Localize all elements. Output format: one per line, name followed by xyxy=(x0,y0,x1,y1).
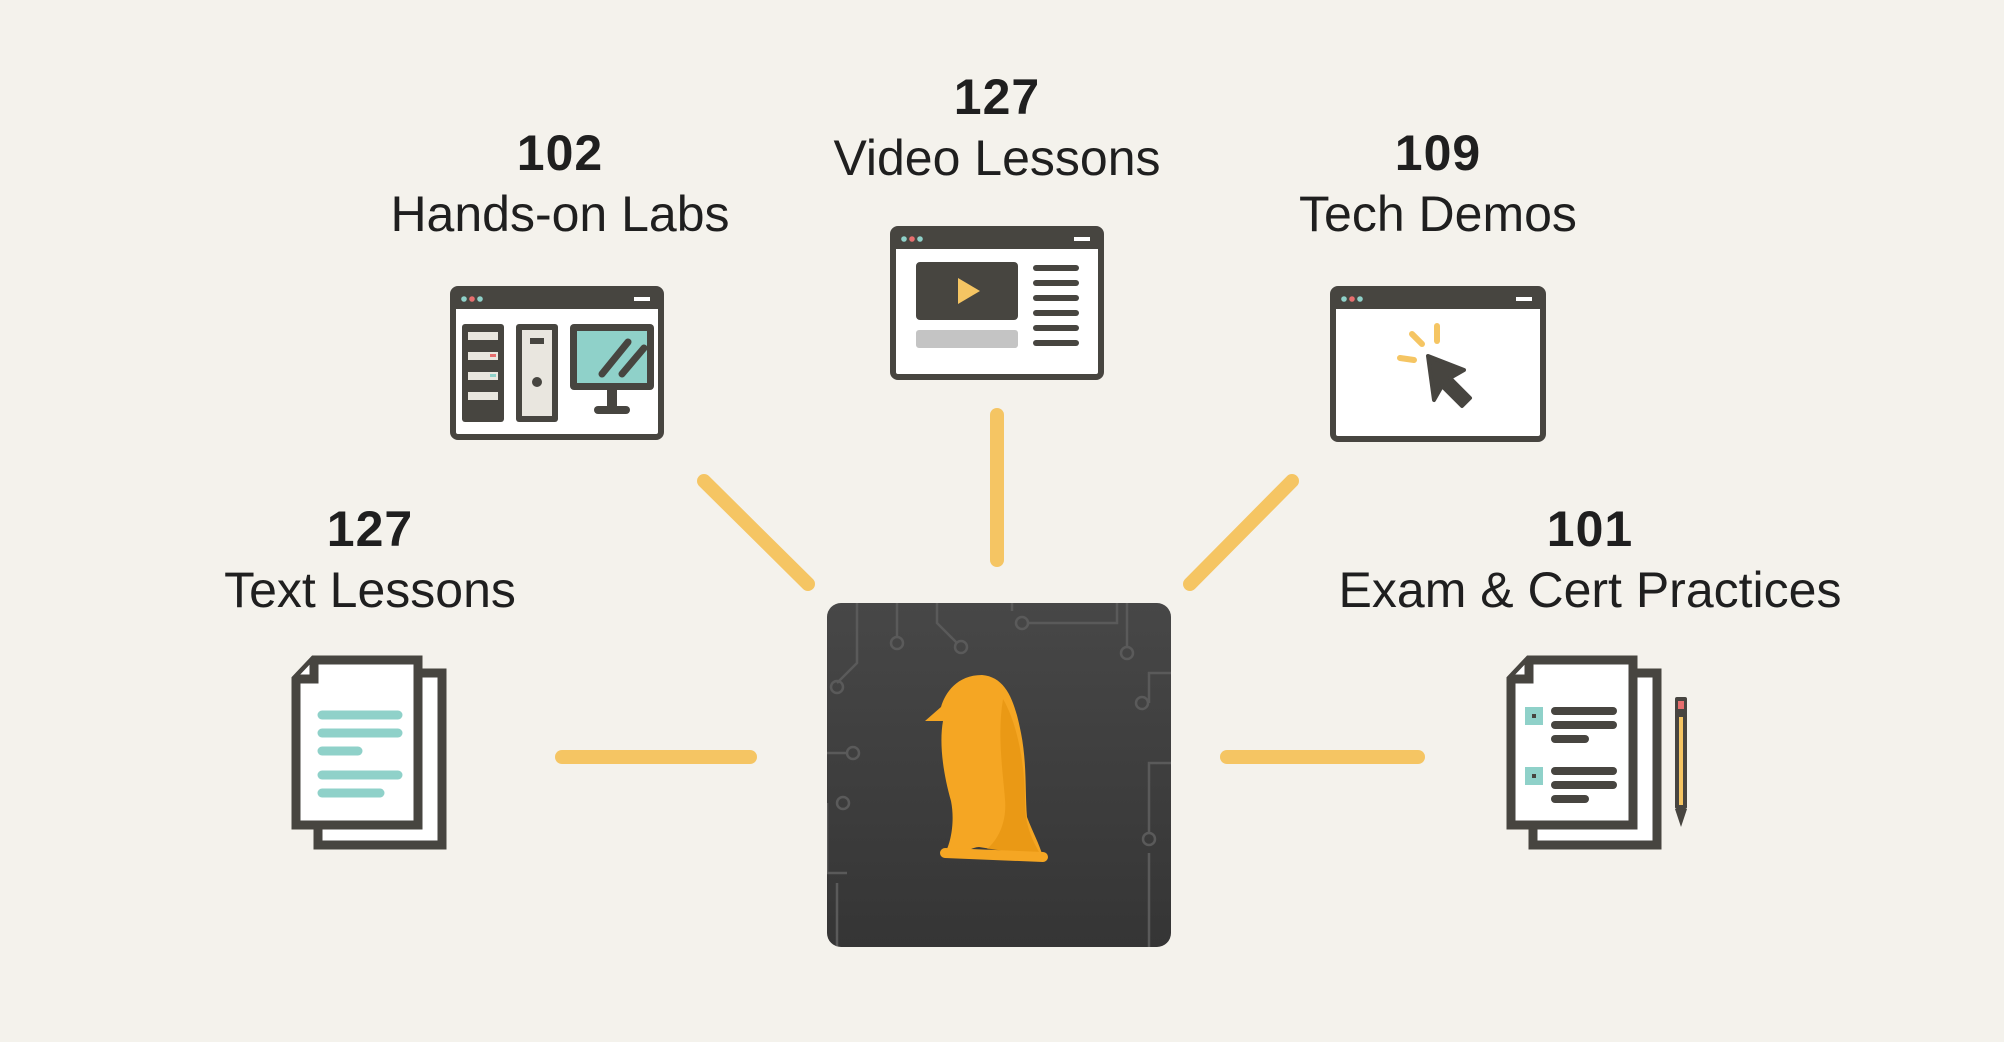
browser-cursor-icon xyxy=(1330,286,1546,442)
node-video-lessons: 127 Video Lessons xyxy=(797,68,1197,190)
exam-cert-count: 101 xyxy=(1546,501,1634,557)
penguin-logo-icon xyxy=(827,603,1171,947)
browser-video-icon xyxy=(890,226,1104,380)
node-text-lessons: 127 Text Lessons xyxy=(200,500,540,622)
hands-on-labs-label: Hands-on Labs xyxy=(390,186,730,242)
connector-hands-on-labs xyxy=(697,474,815,591)
node-exam-cert: 101 Exam & Cert Practices xyxy=(1310,500,1870,622)
exam-cert-label: Exam & Cert Practices xyxy=(1338,562,1842,618)
node-hands-on-labs: 102 Hands-on Labs xyxy=(360,124,760,246)
exam-sheet-pencil-icon xyxy=(1506,655,1687,850)
video-lessons-label: Video Lessons xyxy=(833,130,1161,186)
video-lessons-count: 127 xyxy=(953,69,1041,125)
tech-demos-count: 109 xyxy=(1394,125,1482,181)
connector-tech-demos xyxy=(1183,474,1299,591)
hub-logo-tile xyxy=(827,603,1171,947)
node-tech-demos: 109 Tech Demos xyxy=(1238,124,1638,246)
hands-on-labs-count: 102 xyxy=(516,125,604,181)
browser-lab-icon xyxy=(450,286,664,440)
text-lessons-count: 127 xyxy=(326,501,414,557)
text-lessons-label: Text Lessons xyxy=(224,562,516,618)
document-stack-icon xyxy=(291,655,447,850)
tech-demos-label: Tech Demos xyxy=(1299,186,1577,242)
